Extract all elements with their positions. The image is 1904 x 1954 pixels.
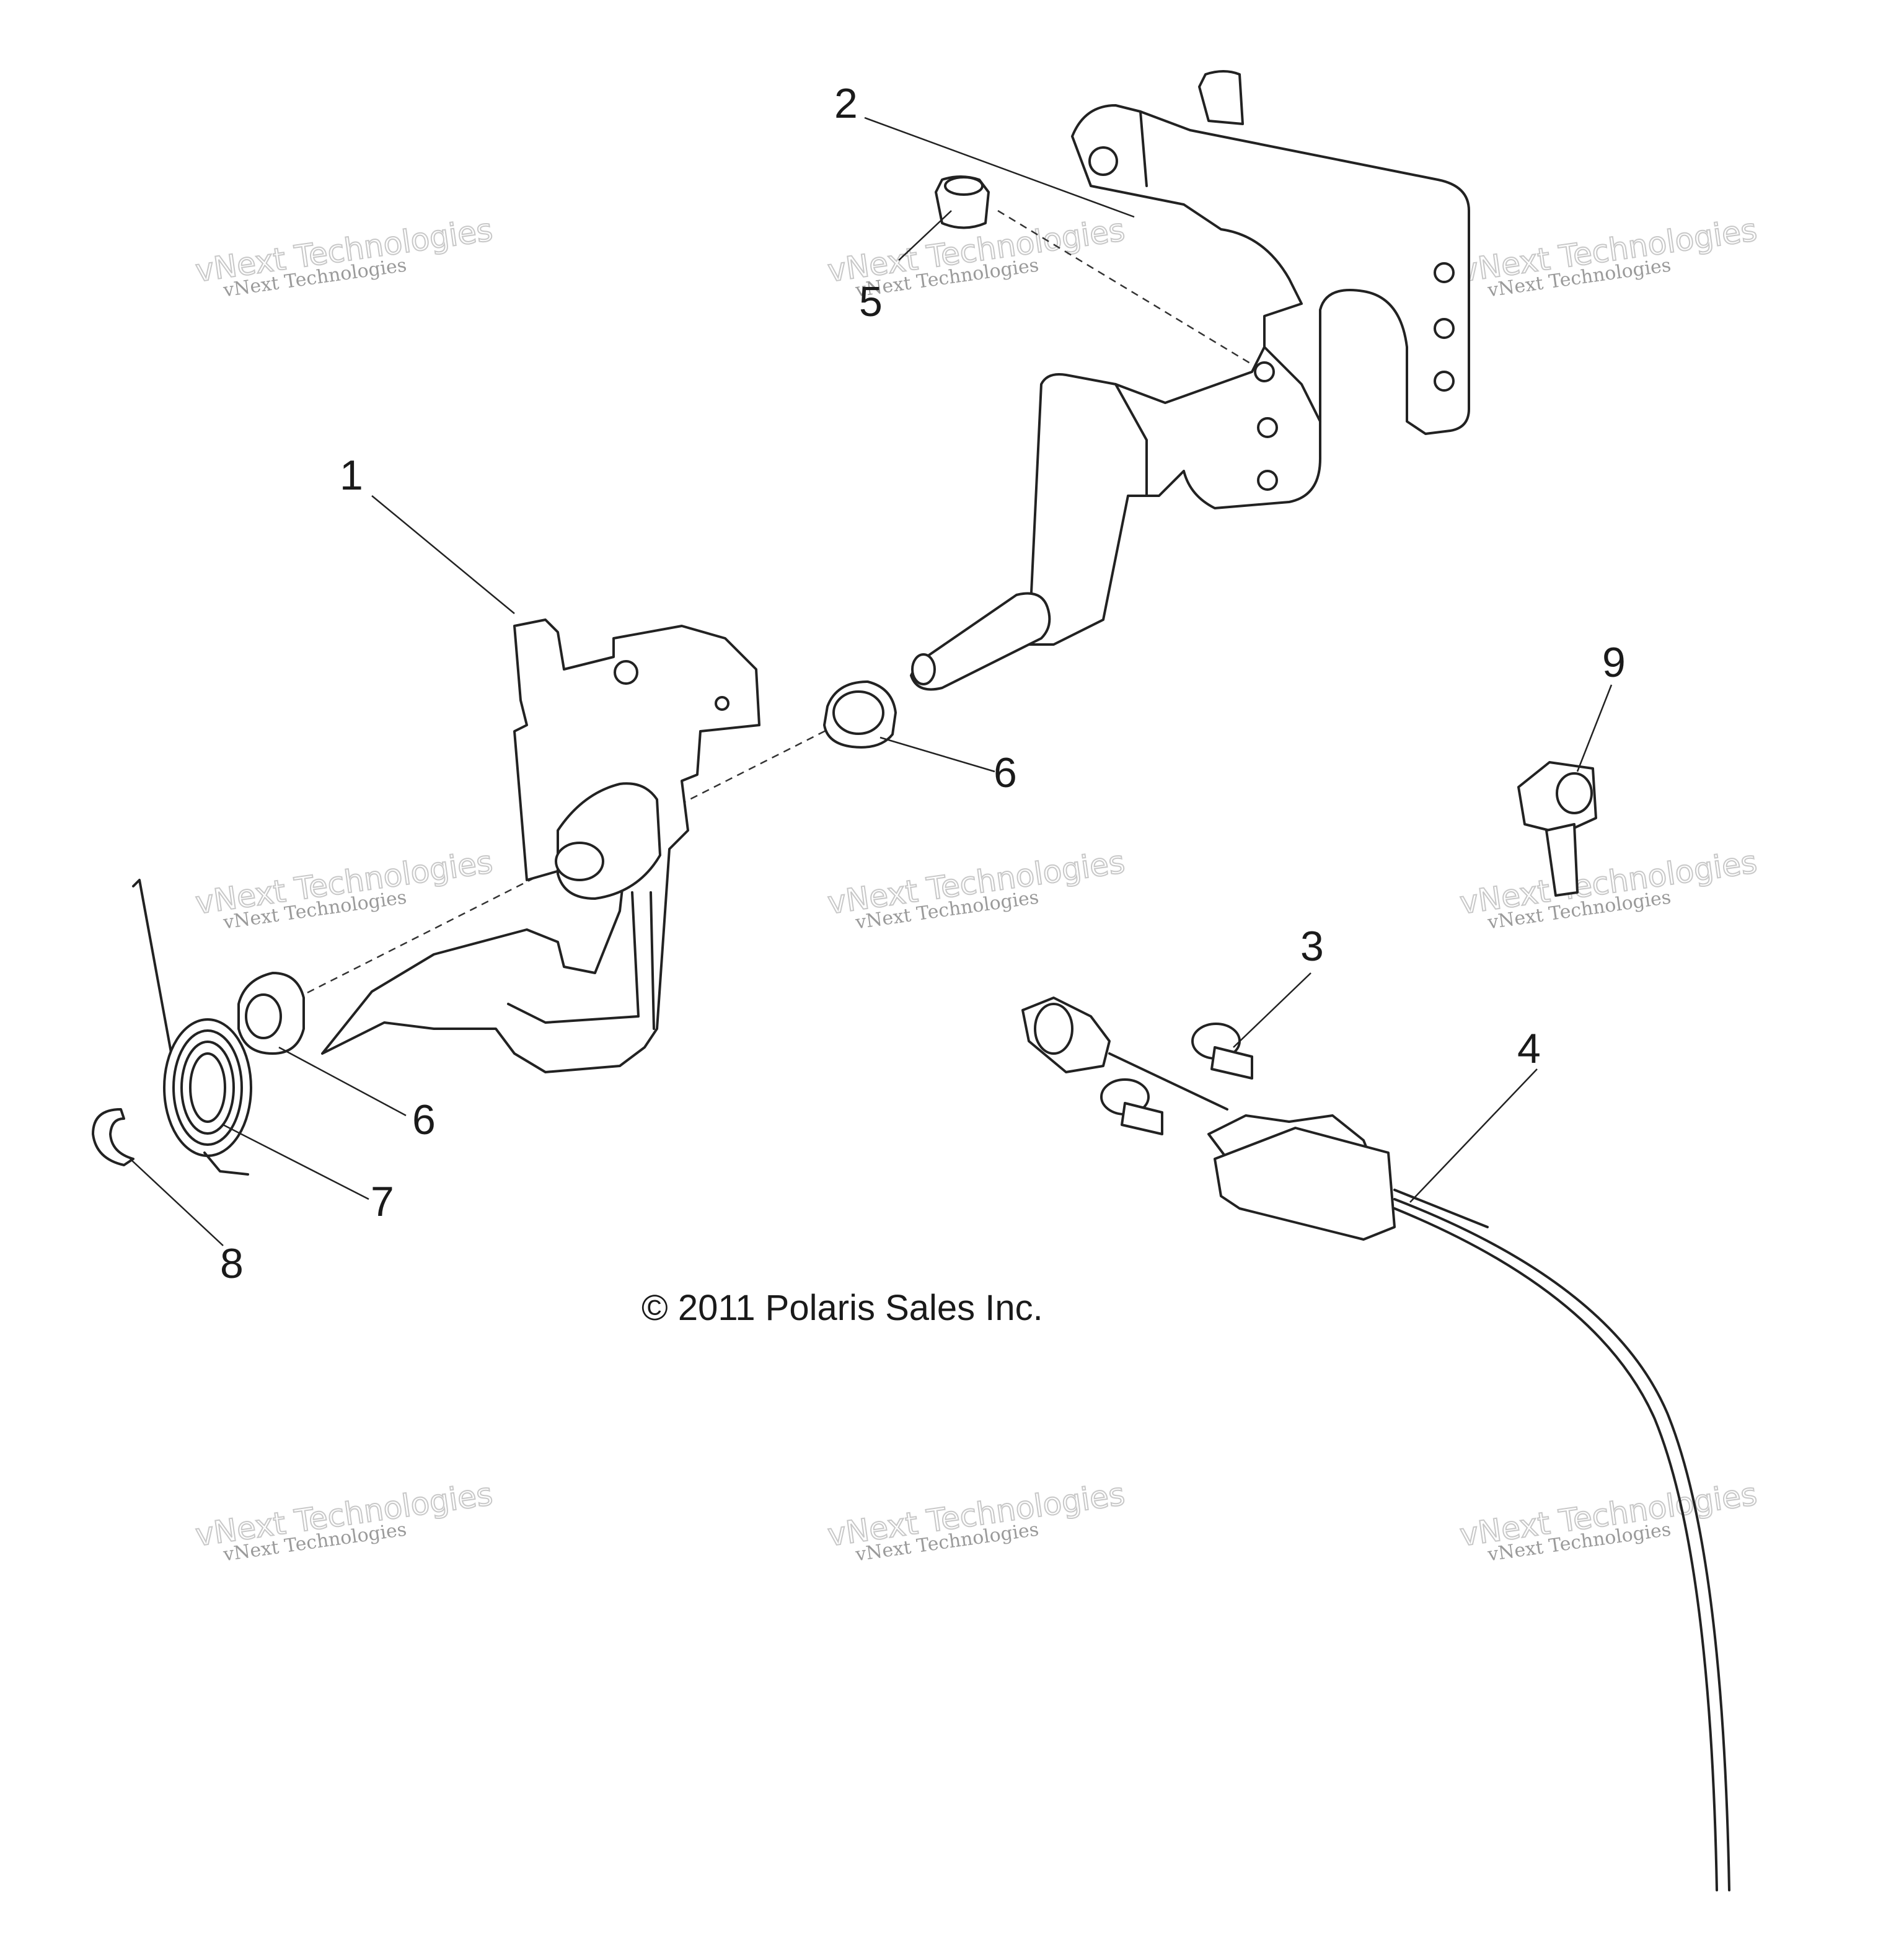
part-7-torsion-spring bbox=[132, 879, 252, 1176]
leader-line-7 bbox=[223, 1124, 369, 1200]
callout-labels: 1 2 3 4 5 6 6 7 8 9 bbox=[220, 80, 1626, 1287]
callout-1: 1 bbox=[340, 452, 363, 499]
part-5-flange-nut bbox=[935, 175, 990, 229]
callout-7: 7 bbox=[371, 1178, 394, 1225]
part-3-clevis-pin bbox=[1100, 1078, 1163, 1135]
part-9-cable-clip bbox=[1517, 761, 1597, 897]
callout-8: 8 bbox=[220, 1240, 244, 1287]
bracket-hole bbox=[1254, 361, 1275, 382]
leader-line-4 bbox=[1409, 1068, 1538, 1203]
watermark: vNext Technologies vNext Technologies bbox=[825, 843, 1128, 934]
part-3-clevis-pin bbox=[1191, 1023, 1253, 1080]
watermark: vNext Technologies vNext Technologies bbox=[193, 211, 496, 302]
bracket-hole bbox=[1434, 318, 1455, 339]
watermark: vNext Technologies vNext Technologies bbox=[1457, 1476, 1760, 1566]
leader-line-2 bbox=[864, 117, 1135, 218]
bracket-hole bbox=[1434, 262, 1455, 283]
leader-lines bbox=[130, 117, 1613, 1246]
leader-line-5 bbox=[898, 210, 952, 261]
callout-5: 5 bbox=[859, 278, 883, 325]
watermark: vNext Technologies vNext Technologies bbox=[1457, 211, 1760, 302]
part-8-e-clip bbox=[92, 1108, 134, 1166]
bracket-hole bbox=[1088, 146, 1118, 176]
callout-6: 6 bbox=[994, 749, 1017, 796]
callout-9: 9 bbox=[1602, 639, 1626, 686]
leader-line-6 bbox=[879, 736, 995, 773]
watermark: vNext Technologies vNext Technologies bbox=[825, 1476, 1128, 1566]
pedal-hole bbox=[614, 660, 638, 685]
leader-line-1 bbox=[371, 495, 515, 614]
bracket-hole bbox=[1257, 470, 1278, 491]
callout-3: 3 bbox=[1300, 923, 1324, 970]
callout-4: 4 bbox=[1517, 1025, 1541, 1072]
watermark: vNext Technologies vNext Technologies bbox=[193, 1476, 496, 1566]
watermark: vNext Technologies vNext Technologies bbox=[1457, 843, 1760, 934]
leader-line-6 bbox=[278, 1046, 407, 1117]
copyright-notice: © 2011 Polaris Sales Inc. bbox=[641, 1288, 1043, 1328]
part-1-pedal-arm bbox=[321, 618, 760, 1073]
part-2-mounting-bracket bbox=[910, 70, 1470, 691]
watermark-grid: vNext Technologies vNext Technologies vN… bbox=[193, 211, 1760, 1566]
callout-2: 2 bbox=[834, 80, 858, 127]
bracket-hole bbox=[1257, 417, 1278, 438]
callout-6: 6 bbox=[412, 1096, 436, 1143]
bracket-hole bbox=[1434, 371, 1455, 392]
leader-line-9 bbox=[1576, 684, 1613, 772]
part-6-bushing bbox=[237, 972, 305, 1055]
leader-line-8 bbox=[130, 1158, 224, 1246]
watermark: vNext Technologies vNext Technologies bbox=[193, 843, 496, 934]
part-6-bushing bbox=[823, 680, 897, 749]
pedal-hole bbox=[715, 696, 729, 711]
leader-line-3 bbox=[1233, 972, 1311, 1048]
part-4-throttle-cable bbox=[1021, 997, 1730, 1891]
